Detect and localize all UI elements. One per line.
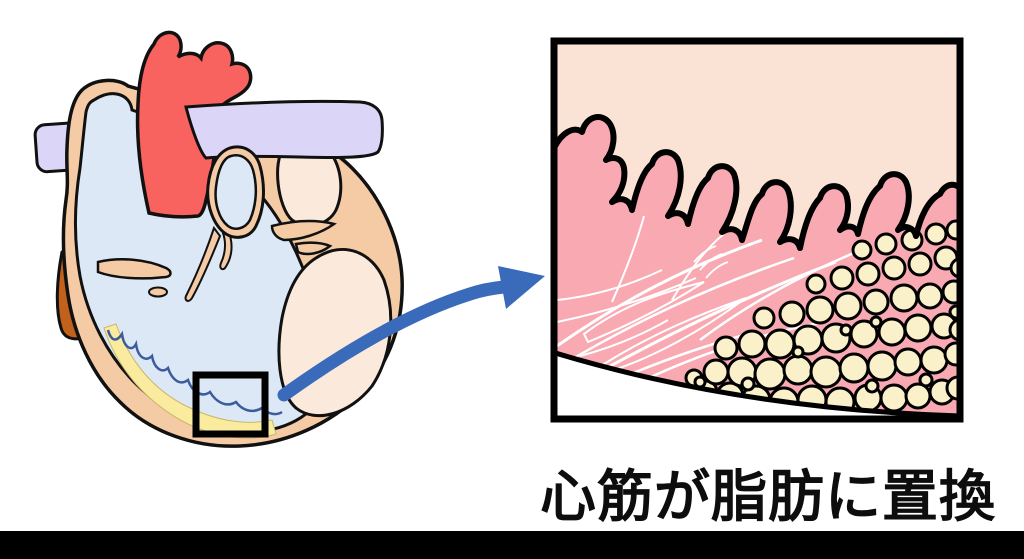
valve-strand-short [219,228,233,271]
mitral-leaflet-lower [294,241,333,256]
magnify-arrow-head [498,266,545,309]
magnify-arrow-shaft [277,280,511,402]
endocardial-bumpy-border [557,114,957,251]
endocardium-wavy-line [106,329,283,416]
epicardial-white-gap [557,353,957,416]
zoom-region-square [192,371,269,438]
inset-content [557,114,957,416]
mitral-leaflet-upper [270,219,337,242]
inset-panel [550,37,964,423]
pulmonary-artery [184,99,384,160]
caption-text: 心筋が脂肪に置換 [540,465,996,530]
heart-illustration [33,30,404,448]
valve-strand-long [184,225,222,302]
pulmonary-root-lumen [214,154,258,230]
magnify-arrow [277,266,545,402]
papillary-muscle [148,286,168,298]
fat-crescent [103,323,277,439]
inset-frame [550,37,964,423]
epicardium-curve [557,350,957,416]
bottom-black-bar [0,531,1024,559]
atrial-wall-flap [96,258,172,280]
